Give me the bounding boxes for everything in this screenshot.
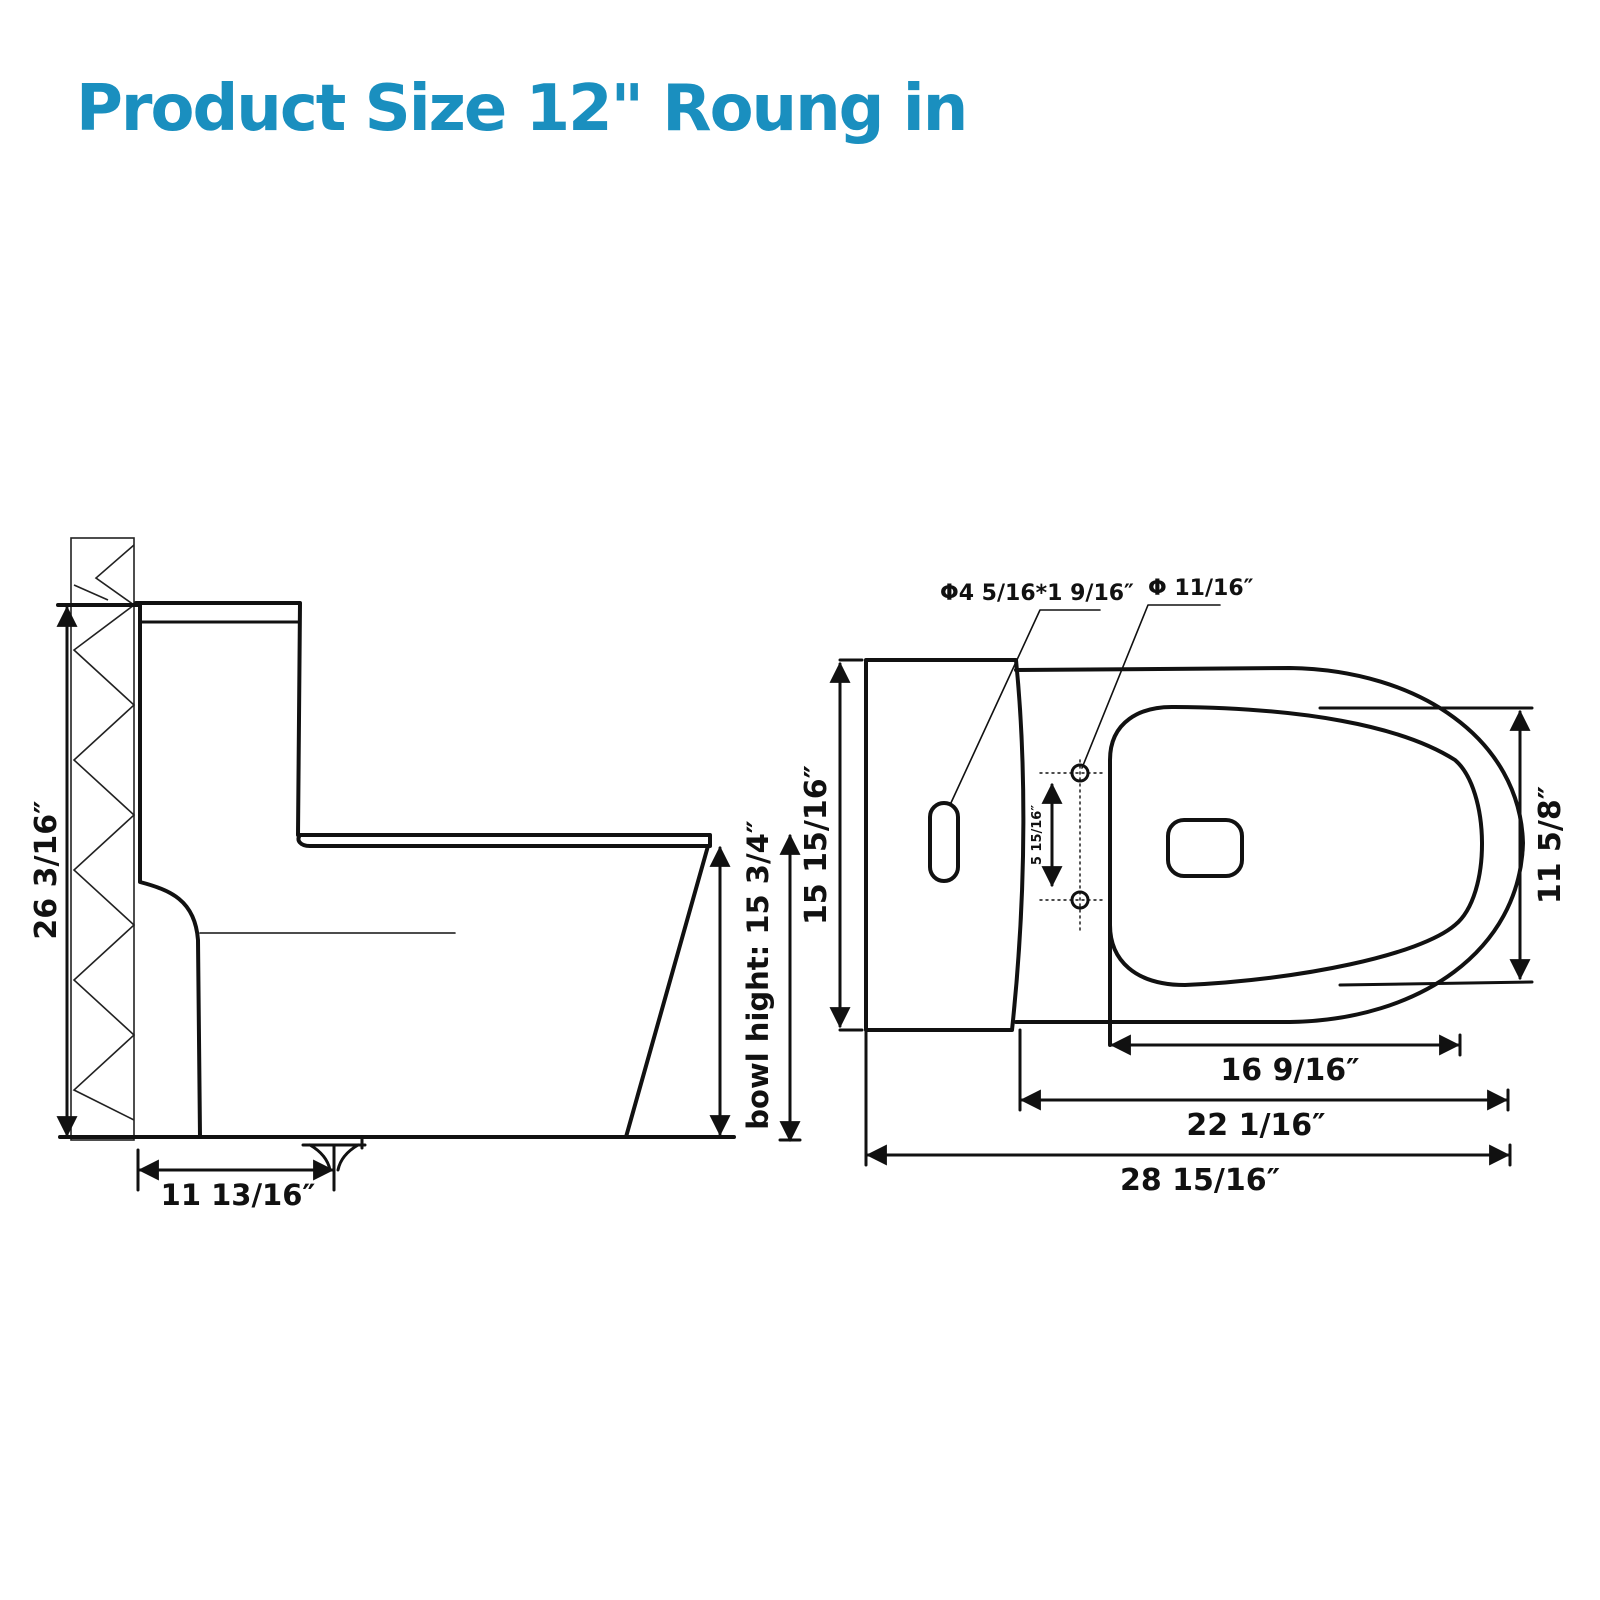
seat-length-label: 16 9/16″ <box>1220 1053 1359 1088</box>
bowl-width-ext-bottom <box>1338 980 1534 987</box>
rough-in-label: 11 13/16″ <box>161 1178 316 1212</box>
seat-outline <box>1108 704 1484 1047</box>
toilet-side-outline <box>134 601 712 1139</box>
total-height-label: 26 3/16″ <box>29 800 64 939</box>
bowl-length-label: 22 1/16″ <box>1186 1108 1325 1143</box>
side-view: 26 3/16″ 11 13/16″ bowl hight: 15 3/4″ <box>29 537 802 1212</box>
button-hole-leader <box>949 609 1101 806</box>
seat-hole-label: Φ 11/16″ <box>1148 576 1254 601</box>
flush-button-hole <box>928 801 960 883</box>
total-length-label: 28 15/16″ <box>1120 1163 1280 1198</box>
tank-top-outline <box>864 658 1026 1032</box>
seat-hole-leader <box>1081 604 1221 769</box>
wall-hatch <box>70 537 136 1141</box>
button-hole-label: Φ4 5/16*1 9/16″ <box>940 581 1134 606</box>
seat-hole-spacing-label: 5 15/16″ <box>1030 805 1045 866</box>
bowl-water-outlet <box>1166 818 1244 878</box>
top-view: 5 15/16″ Φ4 5/16*1 9/16″ Φ 11/16″ 15 15/… <box>799 576 1568 1198</box>
page-title: Product Size 12" Roung in <box>76 72 968 146</box>
tank-depth-label: 15 15/16″ <box>799 765 834 925</box>
bowl-height-label: bowl hight: 15 3/4″ <box>741 820 775 1129</box>
bowl-width-label: 11 5/8″ <box>1533 786 1568 904</box>
bowl-outer-outline <box>1014 666 1525 1024</box>
